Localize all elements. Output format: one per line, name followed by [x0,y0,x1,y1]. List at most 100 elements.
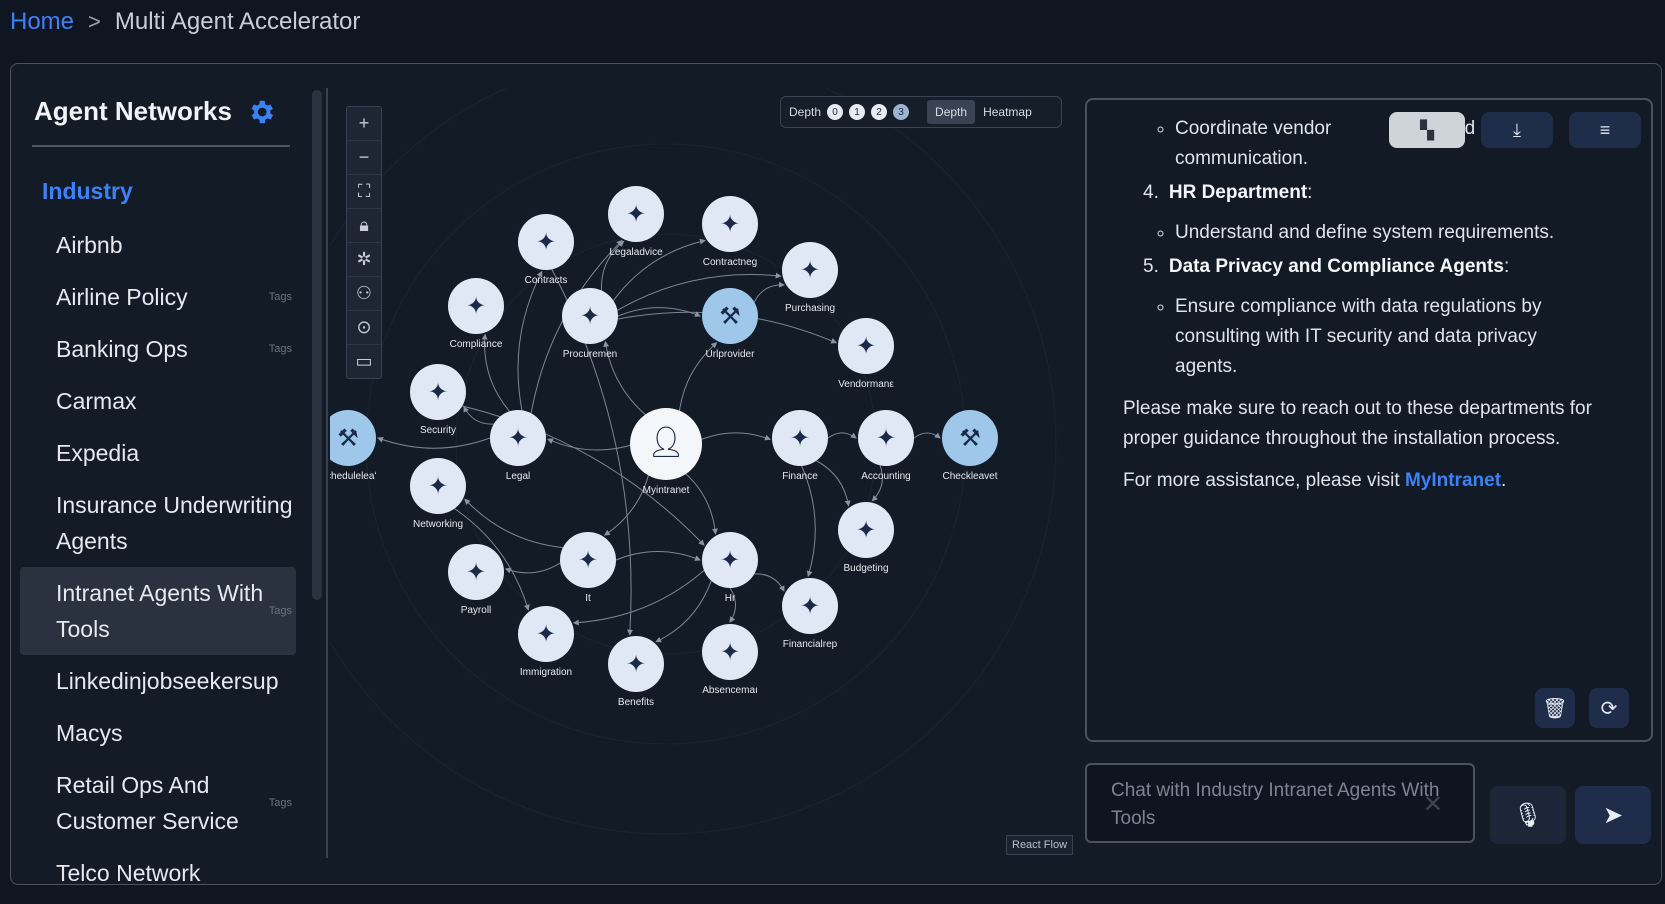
node-circle[interactable] [772,410,828,466]
breadcrumb-home-link[interactable]: Home [10,8,75,35]
graph-node-myintranet[interactable]: 👤︎Myintranet [630,408,702,496]
lock-icon[interactable]: 🔒︎ [347,209,381,243]
node-circle[interactable] [942,410,998,466]
wrap-text-button[interactable]: ≡ [1569,112,1641,148]
zoom-out-icon[interactable]: − [347,141,381,175]
sidebar-category-industry[interactable]: Industry [42,178,133,204]
node-circle[interactable] [838,318,894,374]
chat-input[interactable]: Chat with Industry Intranet Agents With … [1085,763,1475,843]
node-circle[interactable] [782,242,838,298]
sidebar-item-label: Linkedinjobseekersup [56,668,279,694]
zoom-in-icon[interactable]: + [347,107,381,141]
node-circle[interactable] [518,606,574,662]
graph-node-legal[interactable]: ✦Legal [490,410,546,482]
sidebar-item[interactable]: Linkedinjobseekersup [20,655,296,707]
myintranet-link[interactable]: MyIntranet [1404,470,1502,491]
node-circle[interactable] [608,636,664,692]
graph-node-scheduleleave[interactable]: ⚒Scheduleleaʻ [330,410,377,482]
graph-node-finance[interactable]: ✦Finance [772,410,828,482]
agent-network-graph[interactable]: 👤︎Myintranet ✦Legaladvice ✦Contractneg ✦Con… [330,88,1080,858]
node-circle[interactable] [410,458,466,514]
sidebar-item[interactable]: Carmax [20,375,296,427]
sidebar-item[interactable]: Expedia [20,427,296,479]
comment-icon[interactable]: ▭ [355,351,373,371]
sidebar-scrollbar[interactable] [312,90,322,600]
graph-node-contracts[interactable]: ✦Contracts [518,214,574,286]
node-circle[interactable] [560,532,616,588]
tree-icon[interactable]: ⚇ [347,277,381,311]
graph-node-procurement[interactable]: ✦Procuremen [562,288,618,360]
send-button[interactable]: ➤ [1575,786,1651,844]
node-circle[interactable] [608,186,664,242]
node-circle[interactable] [490,410,546,466]
gear-icon[interactable] [246,97,276,127]
node-circle[interactable] [782,578,838,634]
graph-node-payroll[interactable]: ✦Payroll [448,544,504,616]
node-circle[interactable] [410,364,466,420]
node-circle[interactable] [858,410,914,466]
chat-bullet-list: Coordinate vendor d communication. [1123,114,1603,174]
depth-1-button[interactable]: 1 [849,104,866,120]
depth-3-button[interactable]: 3 [893,104,910,120]
node-label: Financialrep [783,639,838,650]
node-circle[interactable] [702,624,758,680]
sparkle-icon: ✦ [536,229,556,256]
sidebar-item[interactable]: Macys [20,707,296,759]
graph-node-budgeting[interactable]: ✦Budgeting [838,502,894,574]
depth-mode-button[interactable]: Depth [927,100,976,124]
graph-node-immigration[interactable]: ✦Immigration [518,606,574,678]
node-circle[interactable] [518,214,574,270]
node-circle[interactable] [448,544,504,600]
node-circle[interactable] [630,408,702,480]
target-icon[interactable]: ⊙ [347,311,381,345]
depth-0-button[interactable]: 0 [827,104,844,120]
depth-2-button[interactable]: 2 [871,104,888,120]
sidebar-item[interactable]: Airbnb [20,219,296,271]
sidebar-item[interactable]: Telco Network [20,847,296,899]
heatmap-mode-button[interactable]: Heatmap [983,105,1032,119]
breadcrumb: Home > Multi Agent Accelerator [10,8,360,36]
graph-node-legaladvice[interactable]: ✦Legaladvice [608,186,664,258]
fit-view-icon[interactable]: ⛶ [347,175,381,209]
node-circle[interactable] [562,288,618,344]
graph-node-absencema[interactable]: ✦Absencemaı [702,624,758,696]
graph-canvas[interactable]: 👤︎Myintranet ✦Legaladvice ✦Contractneg ✦Con… [330,88,1080,858]
sidebar-item[interactable]: Insurance Underwriting Agents [20,479,296,567]
node-circle[interactable] [702,288,758,344]
graph-view-button[interactable]: ▚ [1389,112,1465,148]
node-circle[interactable] [838,502,894,558]
graph-node-hr[interactable]: ✦Hr [702,532,758,604]
refresh-button[interactable]: ⟳ [1589,688,1629,728]
sparkle-icon: ✦ [856,333,876,360]
graph-node-compliance[interactable]: ✦Compliance [448,278,504,350]
graph-node-networking[interactable]: ✦Networking [410,458,466,530]
graph-node-accounting[interactable]: ✦Accounting [858,410,914,482]
graph-edge [601,240,625,291]
delete-chat-button[interactable]: 🗑︎ [1535,688,1575,728]
react-flow-attribution[interactable]: React Flow [1006,835,1074,855]
clear-input-icon[interactable]: ✕ [1422,791,1443,818]
graph-node-benefits[interactable]: ✦Benefits [608,636,664,708]
layout-icon[interactable]: ✲ [347,243,381,277]
graph-node-security[interactable]: ✦Security [410,364,466,436]
graph-node-purchasing[interactable]: ✦Purchasing [782,242,838,314]
download-button[interactable]: ⤓ [1481,112,1553,148]
graph-node-urlprovider[interactable]: ⚒Urlprovider [702,288,758,360]
node-circle[interactable] [330,410,376,466]
sidebar-item-tag: Tags [268,291,292,303]
sparkle-icon: ✦ [428,473,448,500]
graph-node-financialrep[interactable]: ✦Financialrep [782,578,838,650]
graph-node-contractneg[interactable]: ✦Contractneg [702,196,758,268]
graph-node-it[interactable]: ✦It [560,532,616,604]
node-circle[interactable] [702,532,758,588]
graph-node-vendormana[interactable]: ✦Vendormanε [838,318,894,390]
graph-node-checkleave[interactable]: ⚒Checkleavet [942,410,998,482]
node-circle[interactable] [448,278,504,334]
node-circle[interactable] [702,196,758,252]
microphone-button[interactable]: 🎙︎ [1490,786,1566,844]
